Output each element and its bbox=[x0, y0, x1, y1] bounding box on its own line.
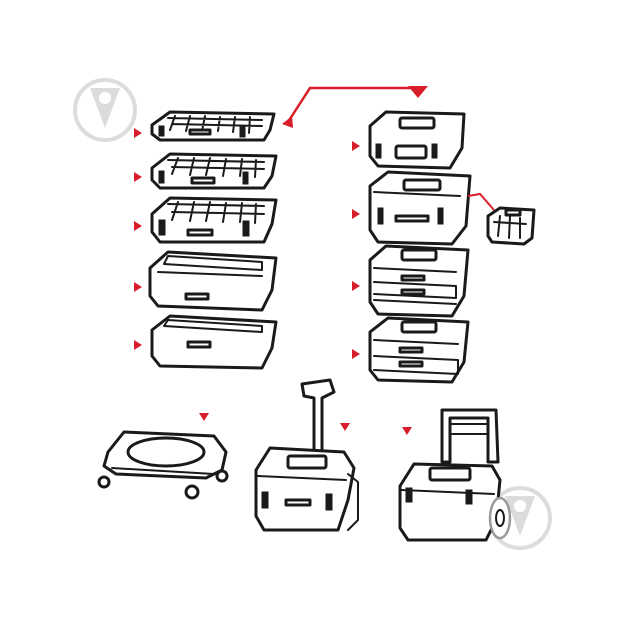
mini-organizer bbox=[467, 192, 536, 246]
toolbox-organizer-lid bbox=[368, 170, 472, 246]
open-tray-shallow bbox=[150, 314, 278, 370]
organizer-shallow bbox=[150, 110, 276, 142]
organizer-deep bbox=[150, 196, 278, 244]
dolly-platform bbox=[97, 430, 229, 500]
trolley-cart-handle bbox=[254, 378, 359, 532]
open-tray-deep bbox=[148, 250, 278, 312]
drawer-unit-two bbox=[368, 316, 470, 384]
drawer-unit-three bbox=[368, 244, 470, 318]
position-markers bbox=[134, 128, 412, 435]
organizer-medium bbox=[150, 152, 278, 190]
stack-connector-arrow bbox=[282, 86, 428, 128]
watermark-pin-logo-icon bbox=[73, 78, 137, 142]
trolley-cart-wheels bbox=[398, 408, 512, 542]
watermark-pin-logo-icon-bottom bbox=[488, 486, 552, 550]
toolbox-small bbox=[368, 110, 466, 170]
